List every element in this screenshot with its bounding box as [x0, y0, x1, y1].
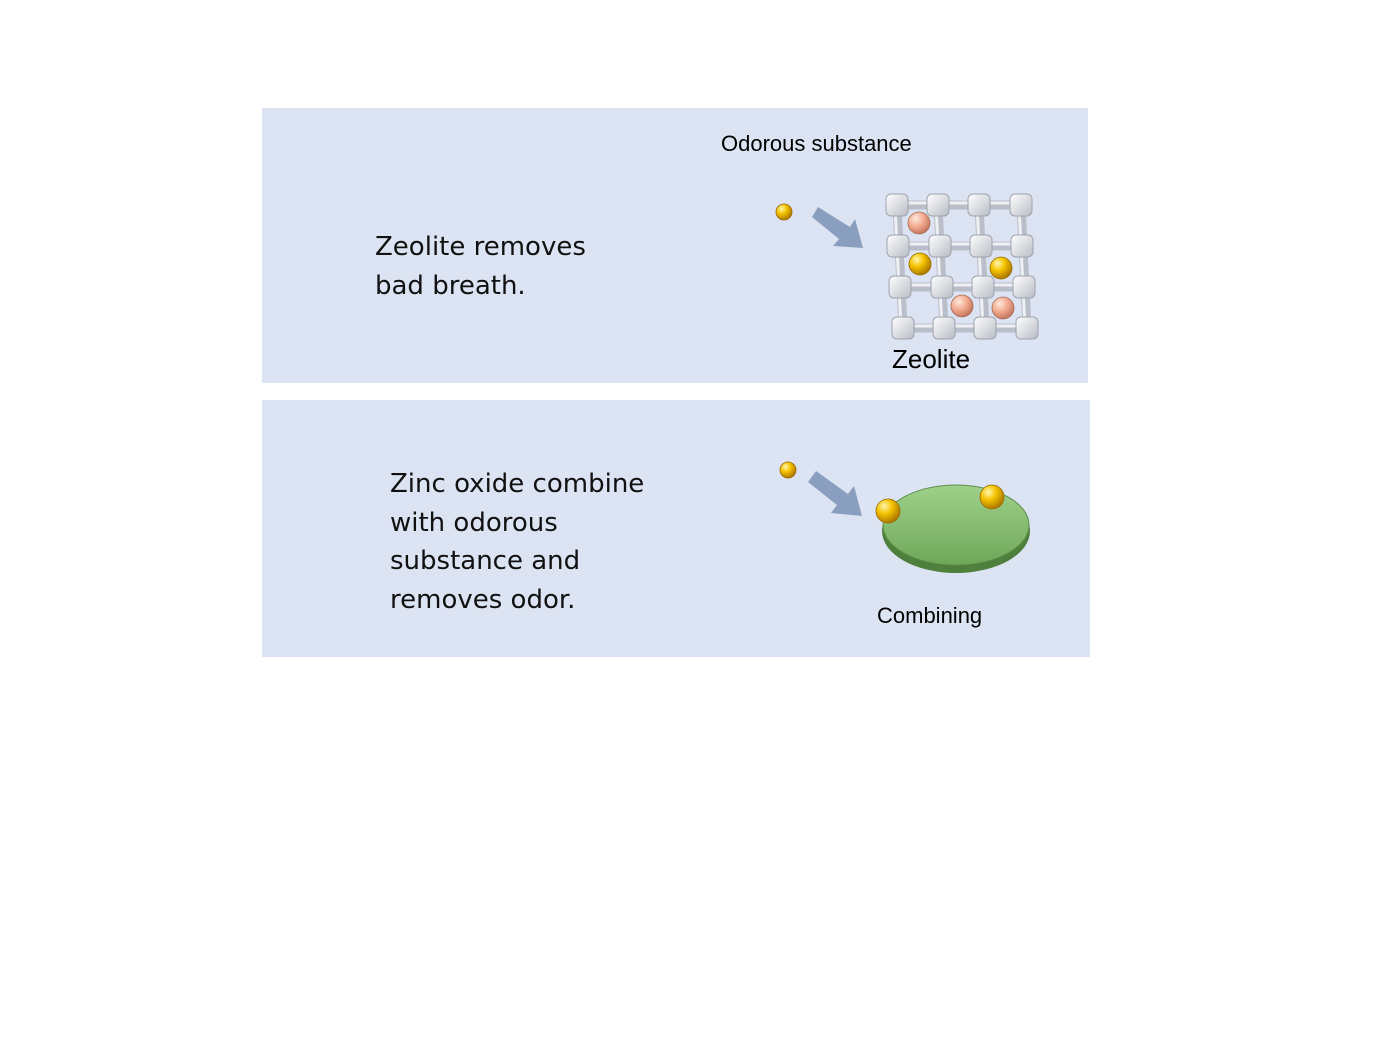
odor-particle-icon — [779, 461, 797, 479]
zinc-description-line: removes odor. — [390, 584, 576, 615]
zinc-description-line: with odorous — [390, 507, 558, 538]
zeolite-lattice-icon — [885, 193, 1039, 340]
arrow-icon — [808, 471, 862, 516]
trapped-odor-particle-icon — [989, 256, 1013, 280]
odorous-substance-label: Odorous substance — [721, 131, 912, 156]
arrow-icon — [812, 207, 863, 248]
odor-particle-icon — [775, 203, 793, 221]
zeolite-description-line: bad breath. — [375, 270, 526, 301]
zinc-description-line: Zinc oxide combine — [390, 469, 645, 499]
zeolite-description-line: Zeolite removes — [375, 232, 586, 262]
zeolite-description: Zeolite removes bad breath. — [375, 228, 586, 305]
bound-odor-particle-icon — [875, 498, 901, 524]
zinc-oxide-disc-icon — [882, 484, 1030, 573]
trapped-odor-particle-icon — [908, 252, 932, 276]
bound-odor-particle-icon — [979, 484, 1005, 510]
zinc-oxide-description: Zinc oxide combine with odorous substanc… — [390, 465, 644, 619]
trapped-ion-icon — [991, 296, 1015, 320]
trapped-ion-icon — [950, 294, 974, 318]
trapped-ion-icon — [907, 211, 931, 235]
zeolite-label: Zeolite — [892, 344, 971, 374]
zinc-description-line: substance and — [390, 546, 581, 576]
combining-label: Combining — [877, 603, 983, 628]
